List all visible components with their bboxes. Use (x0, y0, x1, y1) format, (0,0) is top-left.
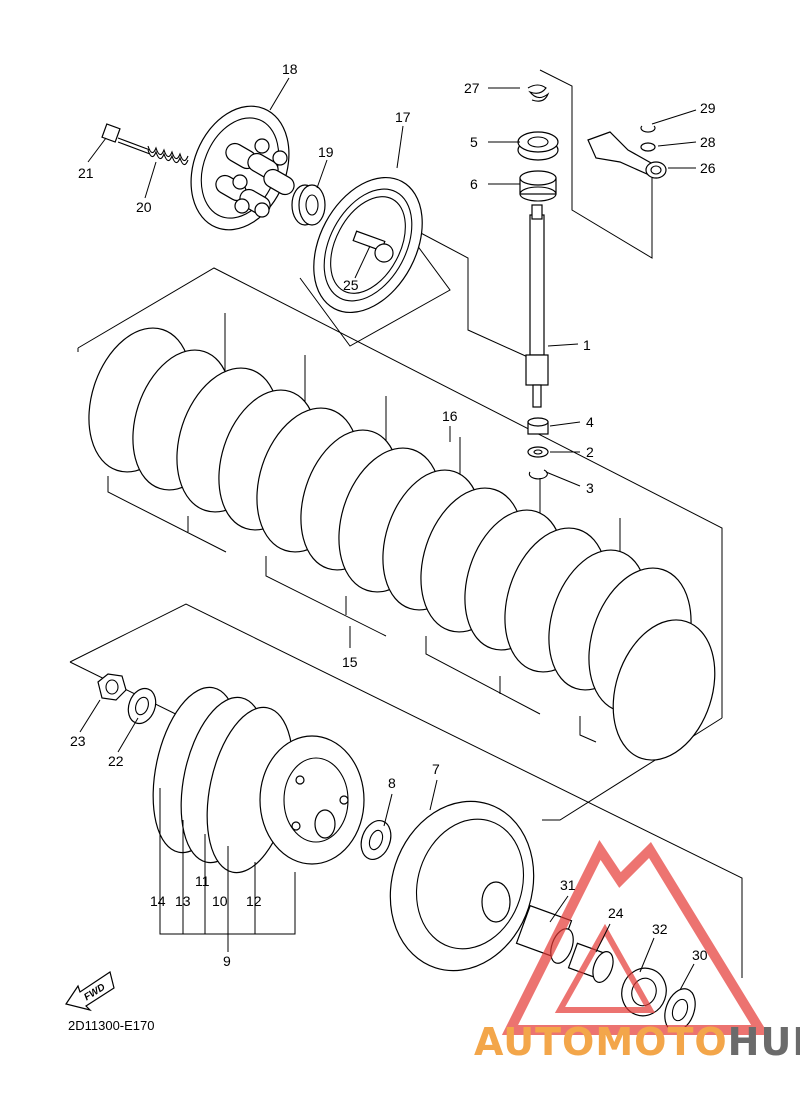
callout-32: 32 (652, 921, 668, 937)
push-rod (352, 230, 394, 263)
bolt (101, 123, 151, 155)
drive-gear (621, 967, 667, 1017)
watermark-text: AUTOMOTOHUB (474, 1020, 800, 1064)
callout-17: 17 (395, 109, 411, 125)
pressure-plate (190, 105, 295, 231)
nut (97, 673, 127, 701)
callout-26: 26 (700, 160, 716, 176)
pressure-plate-frame (299, 221, 531, 359)
callout-3: 3 (586, 480, 594, 496)
callout-5: 5 (470, 134, 478, 150)
callout-2: 2 (586, 444, 594, 460)
watermark-part2: HUB (727, 1020, 800, 1064)
needle-bearing-top (519, 170, 557, 202)
callout-7: 7 (432, 761, 440, 777)
callout-1: 1 (583, 337, 591, 353)
callout-labels: 1 2 3 4 5 6 7 8 9 10 11 12 13 14 15 16 1… (70, 61, 716, 969)
callout-28: 28 (700, 134, 716, 150)
callout-6: 6 (470, 176, 478, 192)
circlip (528, 469, 548, 480)
bearing (291, 184, 326, 226)
oil-seal (517, 131, 559, 161)
callout-11: 11 (195, 873, 210, 889)
callout-12: 12 (246, 893, 262, 909)
callout-25: 25 (343, 277, 359, 293)
thrust-washer (360, 820, 392, 860)
lock-washer (127, 687, 157, 725)
callout-14: 14 (150, 893, 166, 909)
lever-assembly (587, 125, 667, 179)
callout-8: 8 (388, 775, 396, 791)
leader-lines (79, 77, 697, 991)
callout-9: 9 (223, 953, 231, 969)
clutch-plates (88, 327, 716, 761)
torsion-spring (527, 84, 550, 102)
callout-27: 27 (464, 80, 480, 96)
callout-19: 19 (318, 144, 334, 160)
fwd-arrow-icon: FWD (65, 971, 115, 1012)
watermark-part1: AUTOMOTO (474, 1020, 728, 1064)
push-lever-shaft (525, 204, 549, 408)
watermark-logo (501, 840, 769, 1035)
clutch-boss-group (152, 686, 365, 874)
callout-16: 16 (442, 408, 458, 424)
clutch-housing (389, 800, 535, 972)
callout-18: 18 (282, 61, 298, 77)
callout-21: 21 (78, 165, 94, 181)
callout-23: 23 (70, 733, 86, 749)
push-lever-frame (539, 69, 653, 259)
callout-24: 24 (608, 905, 624, 921)
callout-31: 31 (560, 877, 576, 893)
callout-10: 10 (212, 893, 228, 909)
callout-30: 30 (692, 947, 708, 963)
diagram-code: 2D11300-E170 (68, 1018, 155, 1033)
friction-plate (612, 619, 716, 761)
callout-13: 13 (175, 893, 191, 909)
callout-4: 4 (586, 414, 594, 430)
callout-15: 15 (342, 654, 358, 670)
washer (527, 446, 549, 458)
callout-20: 20 (136, 199, 152, 215)
callout-29: 29 (700, 100, 716, 116)
collar (527, 417, 549, 435)
plate-stack-frame (77, 267, 723, 743)
spring (147, 145, 189, 166)
callout-22: 22 (108, 753, 124, 769)
